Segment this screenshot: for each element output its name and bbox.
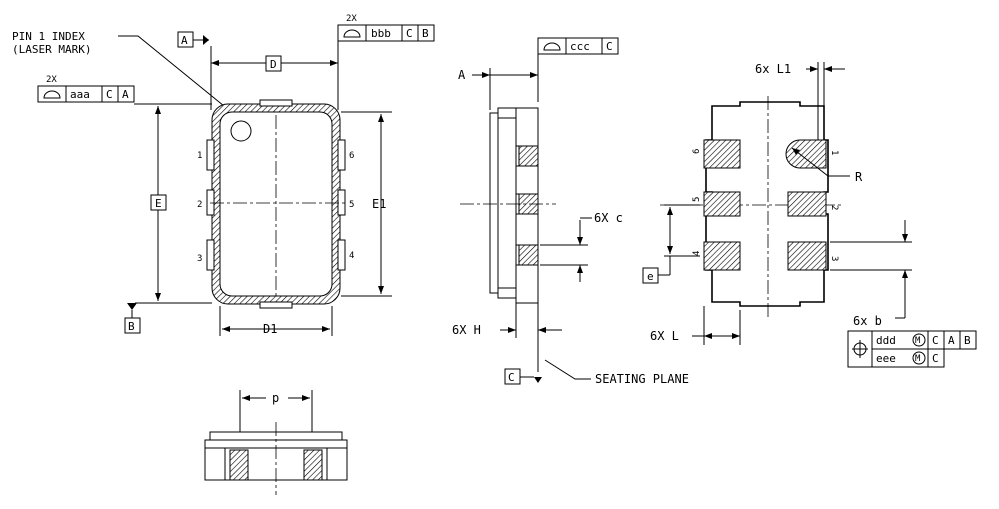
dim-c-label: 6X c	[594, 211, 623, 225]
dim-e1-label: E1	[372, 197, 386, 211]
fcf-bbb-ref-c: C	[406, 27, 413, 40]
bottom-pad-3	[787, 241, 827, 271]
end-pad-left	[229, 449, 249, 481]
seating-plane-label: SEATING PLANE	[595, 372, 689, 386]
fcf-bbb-ref-b: B	[422, 27, 429, 40]
fcf-bbb-tol: bbb	[371, 27, 391, 40]
fcf-ccc-tol: ccc	[570, 40, 590, 53]
fcf-bbb-count: 2X	[346, 14, 357, 24]
datum-a-label: A	[181, 34, 188, 47]
side-view: A ccc C	[452, 37, 689, 386]
bottom-pin-6: 6	[692, 149, 702, 154]
datum-b-box	[124, 317, 141, 334]
pin1-index-mark	[230, 120, 252, 142]
top-pin-5: 5	[349, 200, 354, 210]
fcf-ddd-ref-a: A	[948, 334, 955, 347]
pin1-index-label: PIN 1 INDEX	[12, 30, 85, 43]
svg-text:M: M	[915, 354, 921, 364]
top-pin-3: 3	[197, 254, 202, 264]
bottom-pin-5: 5	[692, 197, 702, 202]
bottom-pin-2: 2	[829, 205, 839, 210]
bottom-pin-1: 1	[829, 150, 839, 155]
fcf-aaa-tol: aaa	[70, 88, 90, 101]
svg-text:M: M	[915, 336, 921, 346]
datum-c-label: C	[508, 371, 515, 384]
bottom-pad-1	[785, 139, 827, 169]
dim-l-label: 6X L	[650, 329, 679, 343]
dim-l1-label: 6x L1	[755, 62, 791, 76]
dim-e-pitch-label: e	[647, 270, 654, 283]
side-pad-bot	[518, 244, 539, 266]
bottom-pin-4: 4	[692, 251, 702, 256]
fcf-aaa-ref-c: C	[106, 88, 113, 101]
top-pin-2: 2	[197, 200, 202, 210]
dim-r-label: R	[855, 170, 863, 184]
side-body-lid	[489, 112, 499, 294]
dim-d-label: D	[270, 58, 277, 71]
top-pin-4: 4	[349, 251, 354, 261]
dim-b-label: 6x b	[853, 314, 882, 328]
bottom-pin-3: 3	[829, 256, 839, 261]
datum-c-box	[504, 368, 521, 385]
bottom-pad-2	[787, 191, 827, 217]
fcf-ccc-ref-c: C	[606, 40, 613, 53]
bottom-pad-5	[703, 191, 741, 217]
dim-e-pitch-box	[642, 267, 659, 284]
dim-a-side-label: A	[458, 68, 466, 82]
bottom-pad-6	[703, 139, 741, 169]
side-pad-top	[518, 145, 539, 167]
pin1-laser-mark-label: (LASER MARK)	[12, 43, 91, 56]
end-view: p	[204, 390, 348, 495]
fcf-ddd-tol: ddd	[876, 334, 896, 347]
top-pin-1: 1	[197, 151, 202, 161]
dim-d1-label: D1	[263, 322, 277, 336]
fcf-ddd-ref-c: C	[932, 334, 939, 347]
datum-b-label: B	[128, 320, 135, 333]
fcf-ddd-ref-b: B	[964, 334, 971, 347]
top-view: PIN 1 INDEX (LASER MARK) A D 2X bbb C B …	[12, 14, 435, 336]
end-pad-right	[303, 449, 323, 481]
fcf-eee-tol: eee	[876, 352, 896, 365]
bottom-view: 6x L1 6 5 4 1 2 3 R	[642, 62, 977, 368]
dim-h-label: 6X H	[452, 323, 481, 337]
fcf-eee-ref-c: C	[932, 352, 939, 365]
dim-e-label: E	[155, 197, 162, 210]
bottom-pad-4	[703, 241, 741, 271]
dim-p-label: p	[272, 391, 279, 405]
fcf-aaa-count: 2X	[46, 75, 57, 85]
fcf-aaa-ref-a: A	[122, 88, 129, 101]
top-pin-6: 6	[349, 151, 354, 161]
